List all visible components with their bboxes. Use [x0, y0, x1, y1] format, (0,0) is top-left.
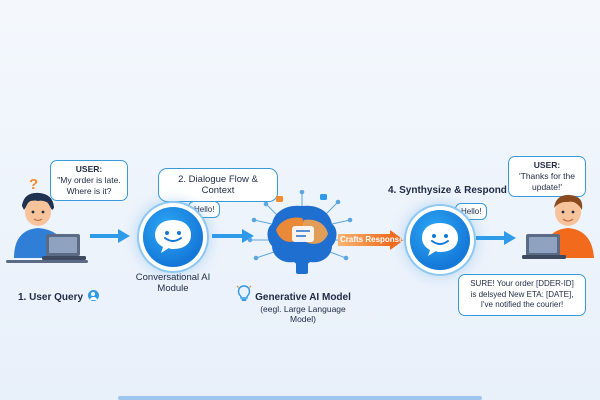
- step-1-text: 1. User Query: [18, 292, 84, 303]
- step-4-label: 4. Synthysize & Respond: [388, 185, 507, 196]
- right-user-bubble-speaker: USER:: [533, 160, 561, 170]
- step-1-label: 1. User Query: [18, 290, 99, 303]
- response-line3: I've notified the courier!: [480, 300, 564, 309]
- left-user-bubble: USER: "My order is late. Where is it?: [50, 160, 128, 201]
- smiling-chat-icon: [155, 220, 191, 253]
- response-bubble: SURE! Your order [DDER-ID] is delsyed Ne…: [458, 274, 586, 316]
- module-hello-text: Hello!: [194, 205, 215, 214]
- conversational-module-label-line2: Module: [157, 283, 189, 294]
- arrow-user-to-module: [90, 229, 130, 243]
- question-mark-icon: ?: [29, 176, 39, 193]
- arrow-module-to-model: [212, 229, 254, 243]
- user-circle-icon: [87, 290, 99, 301]
- generative-model-label: Generative AI Model (eegl. Large Languag…: [248, 292, 358, 324]
- right-user-bubble: USER: 'Thanks for the update!': [508, 156, 586, 197]
- conversational-module-label-line1: Conversational AI: [135, 272, 211, 283]
- generative-model-label-line1: Generative AI Model: [255, 292, 351, 303]
- conversational-module-label: Conversational AI Module: [118, 272, 228, 294]
- crafts-response-arrow: [338, 230, 404, 250]
- response-line2: is delsyed New ETA: [DATE],: [470, 289, 574, 299]
- arrow-synthesize-to-user: [476, 231, 516, 245]
- left-user-face: [25, 198, 51, 226]
- smiling-chat-icon: [422, 223, 458, 256]
- dialogue-flow-title: 2. Dialogue Flow & Context: [178, 174, 258, 196]
- crafts-response-label: Crafts Response: [340, 235, 404, 244]
- right-user-bubble-line1: 'Thanks for the: [519, 171, 575, 181]
- bottom-accent-bar: [118, 396, 482, 400]
- right-user-bubble-line2: update!': [532, 182, 562, 192]
- left-user-illustration: [6, 192, 88, 263]
- right-user-illustration: [522, 194, 594, 259]
- response-line1: SURE! Your order [DDER-ID]: [470, 279, 574, 288]
- dialogue-flow-bubble: 2. Dialogue Flow & Context: [158, 168, 278, 202]
- left-user-bubble-line2: Where is it?: [66, 186, 112, 196]
- synthesize-hello-bubble: Hello!: [455, 203, 488, 220]
- generative-model-label-line2: (eegl. Large Language Model): [260, 304, 346, 324]
- right-user-hair: [554, 194, 583, 210]
- left-user-bubble-line1: "My order is late.: [57, 175, 121, 185]
- left-user-bubble-speaker: USER:: [75, 164, 103, 174]
- lightbulb-icon: [236, 285, 252, 301]
- module-hello-bubble: Hello!: [188, 201, 221, 218]
- synthesize-hello-text: Hello!: [461, 207, 482, 216]
- right-user-face: [555, 198, 581, 226]
- generative-ai-brain-icon: [247, 190, 355, 274]
